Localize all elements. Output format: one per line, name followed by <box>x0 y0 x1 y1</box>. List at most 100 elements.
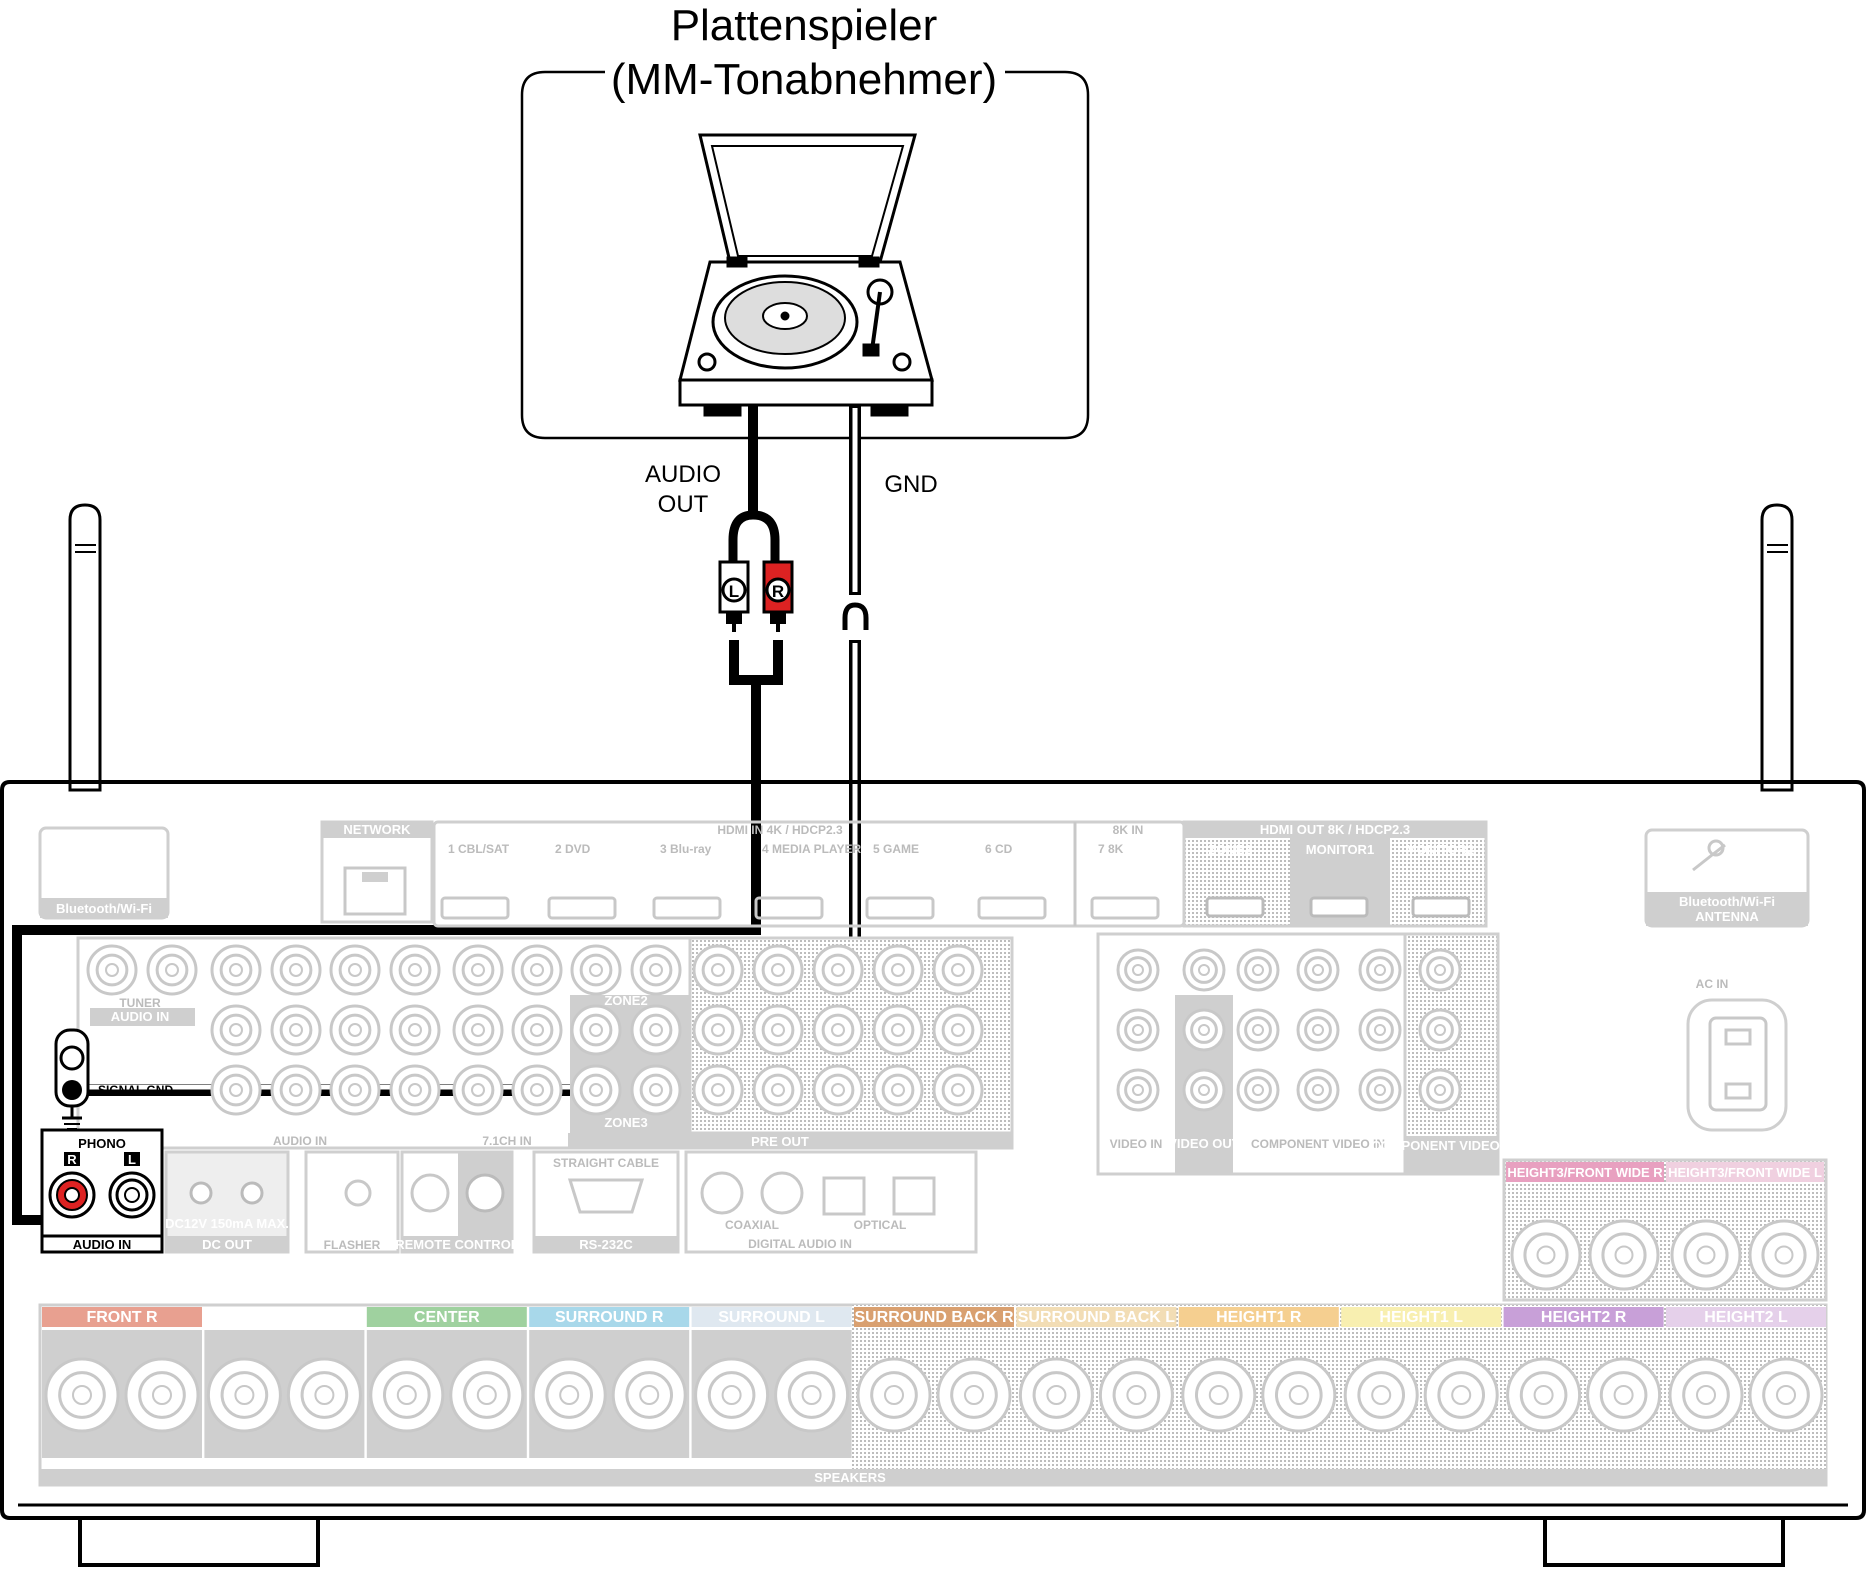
speaker-terminal-minus[interactable] <box>1261 1357 1337 1433</box>
video-jack[interactable] <box>1116 1008 1160 1052</box>
audio-jack[interactable] <box>270 1064 322 1116</box>
phono-input[interactable]: PHONO R L AUDIO IN <box>40 1128 164 1254</box>
audio-jack[interactable] <box>452 1064 504 1116</box>
speaker-terminal-plus[interactable] <box>1181 1357 1257 1433</box>
audio-jack[interactable] <box>210 1004 262 1056</box>
speaker-terminal-plus[interactable] <box>369 1357 445 1433</box>
video-jack[interactable] <box>1296 1068 1340 1112</box>
speaker-terminal-plus[interactable] <box>1018 1357 1094 1433</box>
video-jack[interactable] <box>1182 948 1226 992</box>
speaker-terminal-minus[interactable] <box>1748 1357 1824 1433</box>
speaker-terminal-minus[interactable] <box>1588 1219 1660 1291</box>
speaker-terminal-minus[interactable] <box>1423 1357 1499 1433</box>
video-jack[interactable] <box>1236 1068 1280 1112</box>
audio-jack[interactable] <box>210 944 262 996</box>
audio-jack[interactable] <box>329 944 381 996</box>
video-jack[interactable] <box>1358 948 1402 992</box>
audio-jack[interactable] <box>570 1004 622 1056</box>
hdmi-in-block <box>432 820 1186 928</box>
audio-jack[interactable] <box>389 1004 441 1056</box>
audio-jack[interactable] <box>210 1064 262 1116</box>
audio-jack[interactable] <box>932 944 984 996</box>
video-jack[interactable] <box>1358 1068 1402 1112</box>
audio-jack[interactable] <box>692 944 744 996</box>
speaker-terminal-plus[interactable] <box>694 1357 770 1433</box>
hdmi-in-label-6: 6 CD <box>985 842 1013 856</box>
speaker-terminal-minus[interactable] <box>286 1357 362 1433</box>
audio-jack[interactable] <box>329 1004 381 1056</box>
audio-jack[interactable] <box>570 944 622 996</box>
audio-jack[interactable] <box>872 944 924 996</box>
video-jack[interactable] <box>1236 1008 1280 1052</box>
speaker-terminal-minus[interactable] <box>774 1357 850 1433</box>
audio-jack[interactable] <box>752 1004 804 1056</box>
speaker-terminal-plus[interactable] <box>1506 1357 1582 1433</box>
speaker-terminal-plus[interactable] <box>1510 1219 1582 1291</box>
video-jack[interactable] <box>1418 948 1462 992</box>
audio-jack[interactable] <box>452 1004 504 1056</box>
hdmi-in-port-5[interactable] <box>865 896 935 920</box>
audio-jack[interactable] <box>389 1064 441 1116</box>
audio-jack[interactable] <box>752 1064 804 1116</box>
speaker-terminal-plus[interactable] <box>1670 1219 1742 1291</box>
signal-gnd-terminal[interactable]: SIGNAL GND <box>54 1028 173 1130</box>
audio-jack[interactable] <box>932 1004 984 1056</box>
hdmi-in-port-1[interactable] <box>440 896 510 920</box>
audio-jack[interactable] <box>872 1064 924 1116</box>
audio-jack[interactable] <box>511 1004 563 1056</box>
audio-jack[interactable] <box>630 1064 682 1116</box>
speaker-terminal-plus[interactable] <box>1668 1357 1744 1433</box>
hdmi-in-port-6[interactable] <box>977 896 1047 920</box>
speaker-terminal-plus[interactable] <box>206 1357 282 1433</box>
hdmi-in-port-2[interactable] <box>547 896 617 920</box>
video-jack[interactable] <box>1418 1068 1462 1112</box>
audio-jack[interactable] <box>329 1064 381 1116</box>
audio-jack[interactable] <box>872 1004 924 1056</box>
audio-jack[interactable] <box>270 1004 322 1056</box>
audio-jack[interactable] <box>752 944 804 996</box>
audio-jack[interactable] <box>630 1004 682 1056</box>
hdmi-in-port-4[interactable] <box>754 896 824 920</box>
video-jack[interactable] <box>1182 1008 1226 1052</box>
speaker-terminal-group: SURROUND BACK R <box>854 1307 1014 1433</box>
video-jack[interactable] <box>1116 948 1160 992</box>
audio-jack[interactable] <box>511 1064 563 1116</box>
audio-jack[interactable] <box>692 1004 744 1056</box>
speaker-terminal-plus[interactable] <box>531 1357 607 1433</box>
audio-jack[interactable] <box>630 944 682 996</box>
speaker-terminal-minus[interactable] <box>611 1357 687 1433</box>
height3-terminal-group: HEIGHT3/FRONT WIDE L <box>1666 1162 1824 1291</box>
speaker-terminal-plus[interactable] <box>1343 1357 1419 1433</box>
video-jack[interactable] <box>1296 1008 1340 1052</box>
audio-jack[interactable] <box>270 944 322 996</box>
hdmi-in-port-3[interactable] <box>652 896 722 920</box>
video-jack[interactable] <box>1236 948 1280 992</box>
hdmi-in-port-7[interactable] <box>1090 896 1160 920</box>
audio-jack[interactable] <box>570 1064 622 1116</box>
video-jack[interactable] <box>1296 948 1340 992</box>
speaker-terminal-minus[interactable] <box>449 1357 525 1433</box>
audio-jack[interactable] <box>812 1004 864 1056</box>
audio-jack[interactable] <box>812 1064 864 1116</box>
audio-jack[interactable] <box>86 944 138 996</box>
video-jack[interactable] <box>1418 1008 1462 1052</box>
video-jack[interactable] <box>1182 1068 1226 1112</box>
audio-jack[interactable] <box>812 944 864 996</box>
hdmi-monitor1-label: MONITOR1 <box>1306 842 1374 857</box>
audio-jack[interactable] <box>692 1064 744 1116</box>
speaker-terminal-minus[interactable] <box>1098 1357 1174 1433</box>
speaker-terminal-minus[interactable] <box>1586 1357 1662 1433</box>
audio-jack[interactable] <box>452 944 504 996</box>
video-jack[interactable] <box>1358 1008 1402 1052</box>
speaker-terminal-plus[interactable] <box>856 1357 932 1433</box>
audio-jack[interactable] <box>146 944 198 996</box>
speaker-terminal-group: HEIGHT1 R <box>1178 1307 1339 1433</box>
speaker-terminal-minus[interactable] <box>124 1357 200 1433</box>
audio-jack[interactable] <box>389 944 441 996</box>
video-jack[interactable] <box>1116 1068 1160 1112</box>
speaker-terminal-minus[interactable] <box>936 1357 1012 1433</box>
speaker-terminal-plus[interactable] <box>44 1357 120 1433</box>
speaker-terminal-minus[interactable] <box>1748 1219 1820 1291</box>
audio-jack[interactable] <box>932 1064 984 1116</box>
audio-jack[interactable] <box>511 944 563 996</box>
